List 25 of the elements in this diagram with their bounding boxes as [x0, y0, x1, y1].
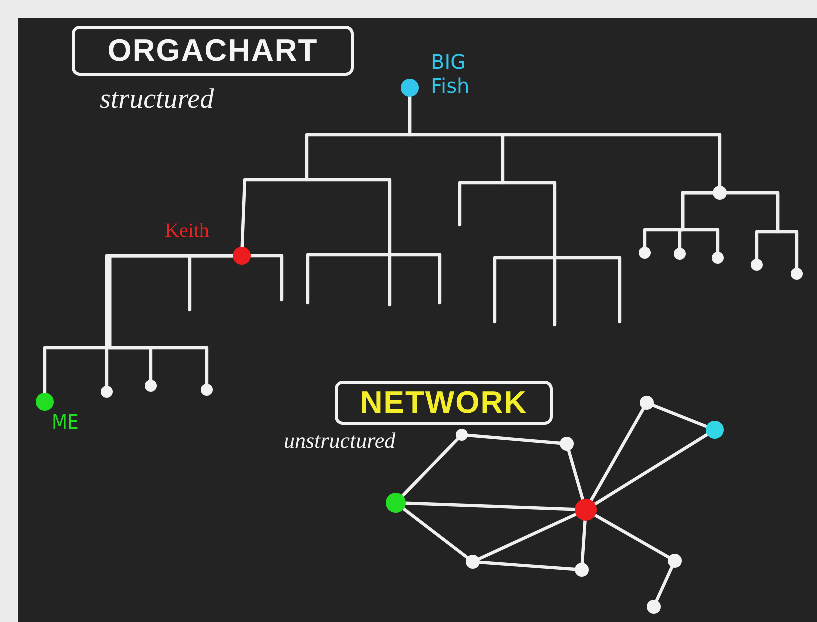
connector-line — [567, 449, 585, 502]
connector-line — [725, 191, 799, 270]
connector-line — [580, 519, 587, 565]
connector-line — [478, 513, 578, 561]
title-text: NETWORK — [360, 385, 528, 421]
node-caption: unstructured — [284, 428, 396, 454]
title-text: ORGACHART — [108, 33, 318, 69]
connector-line — [590, 407, 646, 502]
connector-line — [401, 438, 460, 498]
node-caption: Keith — [165, 220, 210, 243]
connector-line — [402, 507, 470, 560]
connector-line — [655, 566, 674, 602]
connector-line — [594, 433, 709, 506]
node-caption: structured — [100, 84, 214, 116]
connector-line — [652, 404, 708, 428]
node-caption: BIG Fish — [431, 50, 471, 98]
connector-line — [408, 95, 722, 188]
connector-line — [594, 514, 671, 560]
title-box — [72, 26, 354, 76]
node-caption: ME — [52, 410, 79, 434]
connector-line — [478, 560, 577, 572]
connector-line — [681, 191, 720, 254]
title-box — [335, 381, 553, 425]
connector-line — [466, 434, 562, 445]
connector-line — [404, 502, 577, 512]
